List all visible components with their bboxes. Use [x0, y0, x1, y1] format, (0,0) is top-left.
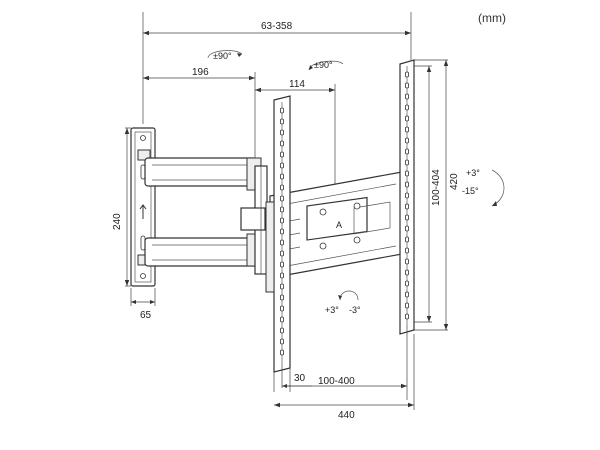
- dimension-arm-114-label: 114: [289, 79, 305, 90]
- rail-slot-hole: [404, 93, 409, 100]
- swivel-left-indicator: ±90°: [207, 50, 243, 61]
- rail-slot-hole: [279, 107, 284, 114]
- dimension-arm-196-label: 196: [192, 67, 209, 78]
- dimension-arm-114: 114: [255, 79, 336, 186]
- dimension-top-width: 63-358: [142, 12, 412, 124]
- rail-slot-hole: [404, 302, 409, 309]
- rail-slot-hole: [404, 203, 409, 210]
- tilt-down-label: -15°: [462, 186, 479, 196]
- rail-slot-hole: [404, 137, 409, 144]
- right-vertical-rail: [399, 59, 415, 335]
- rail-slot-hole: [404, 181, 409, 188]
- rail-slot-hole: [404, 258, 409, 265]
- dimension-arm-196: 196: [143, 67, 256, 165]
- plate-letter: A: [336, 220, 342, 230]
- upper-arm: [144, 157, 262, 191]
- dimension-vesa-horizontal-label: 100-400: [318, 376, 355, 387]
- rail-slot-hole: [279, 305, 284, 312]
- dimension-wall-depth-label: 65: [140, 310, 152, 321]
- dimension-bracket-width-label: 440: [338, 410, 355, 421]
- level-minus-label: -3°: [349, 305, 361, 315]
- rail-slot-hole: [279, 184, 284, 191]
- rail-slot-hole: [404, 82, 409, 89]
- rail-slot-hole: [404, 159, 409, 166]
- adapter-plate: A: [269, 171, 403, 279]
- arm-joint: [240, 165, 268, 275]
- rail-slot-hole: [279, 118, 284, 125]
- rail-slot-hole: [279, 327, 284, 334]
- dimension-vesa-horizontal: 100-400: [282, 326, 408, 400]
- rail-slot-hole: [404, 214, 409, 221]
- unit-label: (mm): [478, 11, 506, 25]
- rail-slot-hole: [404, 126, 409, 133]
- rail-slot-hole: [404, 71, 409, 78]
- rail-slot-hole: [279, 272, 284, 279]
- rail-slot-hole: [279, 195, 284, 202]
- dimension-top-width-label: 63-358: [261, 21, 293, 32]
- rail-slot-hole: [279, 162, 284, 169]
- rail-slot-hole: [279, 151, 284, 158]
- rail-slot-hole: [279, 228, 284, 235]
- rail-slot-hole: [279, 294, 284, 301]
- level-plus-label: +3°: [325, 305, 339, 315]
- rail-slot-hole: [404, 104, 409, 111]
- rail-slot-hole: [404, 247, 409, 254]
- rail-slot-hole: [404, 236, 409, 243]
- rail-slot-hole: [279, 129, 284, 136]
- swivel-right-indicator: ±90°: [308, 60, 344, 71]
- dimension-offset-30-label: 30: [294, 373, 306, 384]
- swivel-right-label: ±90°: [314, 60, 333, 70]
- rail-slot-hole: [279, 173, 284, 180]
- rail-slot-hole: [279, 250, 284, 257]
- dimension-bracket-height: 420: [443, 60, 460, 330]
- dimension-wall-depth: 65: [130, 288, 156, 321]
- rail-slot-hole: [404, 291, 409, 298]
- rail-slot-hole: [404, 192, 409, 199]
- dimension-vesa-vertical: 100-404: [414, 59, 448, 331]
- rail-slot-hole: [279, 206, 284, 213]
- rail-slot-hole: [404, 313, 409, 320]
- level-adjust-indicator: +3° -3°: [325, 290, 361, 315]
- rail-slot-hole: [404, 225, 409, 232]
- dimension-bracket-height-label: 420: [449, 173, 460, 190]
- rail-slot-hole: [404, 170, 409, 177]
- dimension-vesa-vertical-label: 100-404: [431, 169, 442, 206]
- left-vertical-rail: [265, 95, 291, 373]
- rail-slot-hole: [279, 217, 284, 224]
- swivel-left-label: ±90°: [213, 51, 232, 61]
- rail-slot-hole: [404, 269, 409, 276]
- rail-slot-hole: [404, 148, 409, 155]
- dimension-bracket-width: 440: [274, 334, 415, 421]
- rail-slot-hole: [279, 140, 284, 147]
- rail-slot-hole: [404, 115, 409, 122]
- lower-arm: [144, 233, 262, 267]
- rail-slot-hole: [279, 349, 284, 356]
- dimension-wall-height-label: 240: [112, 213, 123, 230]
- dimension-wall-height: 240: [112, 127, 131, 287]
- rail-slot-hole: [279, 239, 284, 246]
- rail-slot-hole: [279, 283, 284, 290]
- tilt-up-label: +3°: [466, 168, 480, 178]
- rail-slot-hole: [279, 261, 284, 268]
- tilt-indicator: +3° -15°: [462, 168, 505, 207]
- rail-slot-hole: [279, 316, 284, 323]
- rail-slot-hole: [279, 338, 284, 345]
- rail-slot-hole: [404, 280, 409, 287]
